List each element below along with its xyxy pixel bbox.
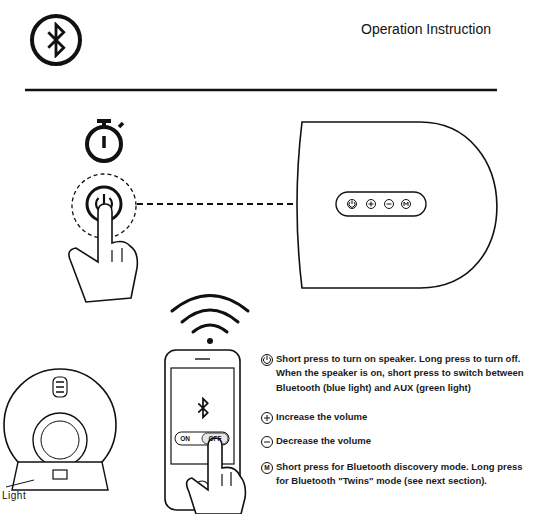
instruction-text: Short press for Bluetooth discovery mode… — [276, 460, 534, 489]
hand — [69, 204, 137, 302]
instruction-text: Decrease the volume — [276, 434, 516, 448]
part-label: Light — [2, 488, 42, 503]
wireless-icon — [172, 296, 248, 345]
instruction-text: Increase the volume — [276, 410, 516, 424]
header-rule — [25, 89, 497, 92]
button-panel — [336, 192, 426, 216]
speaker-body — [297, 122, 497, 288]
toggle-label: ON — [176, 436, 194, 443]
hand — [187, 438, 246, 514]
toggle-label: OFF — [203, 436, 227, 443]
light-indicator — [53, 470, 67, 479]
page-title: Operation Instruction — [361, 19, 491, 40]
mode-icon-letter: M — [262, 465, 272, 472]
bluetooth-icon — [32, 16, 80, 64]
speaker-stand — [12, 462, 108, 490]
stopwatch-icon — [87, 121, 123, 161]
instruction-text: Short press to turn on speaker. Long pre… — [276, 352, 534, 395]
leader-line — [6, 480, 34, 487]
